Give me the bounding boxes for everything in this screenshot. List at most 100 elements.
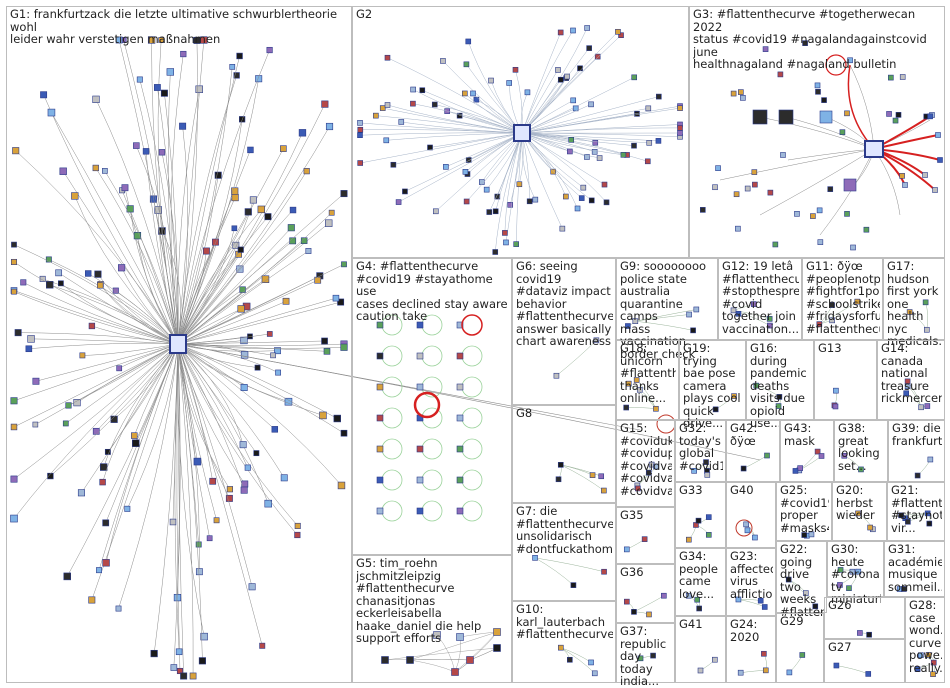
node-small-group[interactable] <box>712 406 719 413</box>
node-g1[interactable] <box>257 205 265 214</box>
node-small-group[interactable] <box>589 472 596 478</box>
node-g2[interactable] <box>578 195 585 201</box>
node-g2[interactable] <box>462 169 469 175</box>
node-small-group[interactable] <box>775 403 782 409</box>
node-g1[interactable] <box>97 282 104 289</box>
node-g5[interactable] <box>381 656 389 664</box>
node-small-group[interactable] <box>553 372 560 379</box>
node-g2[interactable] <box>588 197 595 204</box>
node-g2[interactable] <box>410 100 416 107</box>
node-g1[interactable] <box>99 478 106 486</box>
node-g2[interactable] <box>419 87 426 94</box>
node-small-group[interactable] <box>645 469 652 476</box>
node-small-group[interactable] <box>918 404 924 411</box>
node-small-group[interactable] <box>799 652 806 658</box>
node-g1[interactable] <box>237 305 245 313</box>
node-g2[interactable] <box>410 86 416 93</box>
node-g3-large[interactable] <box>843 178 857 192</box>
node-g1[interactable] <box>254 364 261 371</box>
node-small-group[interactable] <box>832 403 839 410</box>
node-g2[interactable] <box>646 139 653 146</box>
node-small-group[interactable] <box>767 322 773 329</box>
node-g1[interactable] <box>20 279 27 286</box>
node-small-group[interactable] <box>841 452 848 459</box>
node-g5[interactable] <box>451 668 459 676</box>
node-g1[interactable] <box>160 89 168 97</box>
node-g1[interactable] <box>271 426 279 433</box>
node-small-group[interactable] <box>744 527 751 534</box>
node-g1[interactable] <box>14 329 22 337</box>
node-g1[interactable] <box>39 275 46 282</box>
node-small-group[interactable] <box>653 405 659 412</box>
node-g1[interactable] <box>337 298 345 306</box>
node-g3[interactable] <box>815 88 821 95</box>
node-g3[interactable] <box>767 189 774 196</box>
node-small-group[interactable] <box>905 518 911 525</box>
node-g2[interactable] <box>502 230 508 236</box>
node-g1[interactable] <box>118 264 126 272</box>
node-small-group[interactable] <box>691 468 697 474</box>
node-small-group[interactable] <box>750 301 757 307</box>
node-g3[interactable] <box>886 111 892 117</box>
node-g2[interactable] <box>631 142 637 149</box>
node-g1[interactable] <box>62 420 69 427</box>
node-g2[interactable] <box>383 137 390 144</box>
node-small-group[interactable] <box>898 512 904 519</box>
node-g1[interactable] <box>266 46 273 54</box>
node-g1[interactable] <box>11 288 17 295</box>
node-g2[interactable] <box>488 77 494 84</box>
node-small-group[interactable] <box>833 662 840 669</box>
node-g1[interactable] <box>321 100 329 108</box>
node-g1[interactable] <box>94 270 102 278</box>
node-g2[interactable] <box>507 202 514 208</box>
node-g3[interactable] <box>935 132 941 138</box>
node-small-group[interactable] <box>801 532 808 538</box>
node-g1[interactable] <box>115 605 122 612</box>
node-small-group[interactable] <box>846 585 852 591</box>
node-small-group[interactable] <box>837 582 843 588</box>
node-g2[interactable] <box>432 208 439 215</box>
node-g1[interactable] <box>264 499 272 508</box>
node-g5[interactable] <box>493 628 501 636</box>
node-g3[interactable] <box>715 165 721 171</box>
node-small-group[interactable] <box>624 598 630 605</box>
node-g4[interactable] <box>376 352 384 360</box>
node-g1[interactable] <box>195 568 203 576</box>
node-g3[interactable] <box>821 97 827 103</box>
node-g2[interactable] <box>591 148 598 155</box>
node-g1[interactable] <box>282 297 290 305</box>
node-small-group[interactable] <box>904 383 911 389</box>
node-small-group[interactable] <box>661 592 667 599</box>
node-g1[interactable] <box>229 64 236 70</box>
node-g2[interactable] <box>462 90 468 97</box>
node-g1[interactable] <box>10 258 18 265</box>
node-g1[interactable] <box>32 421 39 428</box>
node-g1[interactable] <box>270 352 276 359</box>
node-g1[interactable] <box>154 84 161 91</box>
node-g1[interactable] <box>63 572 71 581</box>
node-g3[interactable] <box>817 239 824 245</box>
node-g1[interactable] <box>175 648 183 656</box>
node-g1[interactable] <box>325 219 333 227</box>
node-g1[interactable] <box>136 76 143 83</box>
node-g2[interactable] <box>620 152 627 158</box>
node-g1[interactable] <box>323 348 331 355</box>
node-small-group[interactable] <box>703 459 709 465</box>
node-g1[interactable] <box>110 415 118 423</box>
node-g2[interactable] <box>384 102 391 108</box>
node-g2[interactable] <box>567 148 573 155</box>
node-g1[interactable] <box>158 149 166 156</box>
node-g4[interactable] <box>456 321 464 329</box>
node-g1[interactable] <box>209 477 217 485</box>
node-small-group[interactable] <box>802 590 809 596</box>
node-g1[interactable] <box>319 411 327 420</box>
node-g3[interactable] <box>816 207 823 214</box>
node-small-group[interactable] <box>849 568 856 575</box>
node-g1[interactable] <box>289 206 297 214</box>
node-g2[interactable] <box>431 101 438 108</box>
node-g1[interactable] <box>261 275 270 283</box>
node-g3[interactable] <box>777 71 784 78</box>
node-g1[interactable] <box>40 91 48 99</box>
node-small-group[interactable] <box>740 465 747 472</box>
node-small-group[interactable] <box>808 531 815 538</box>
